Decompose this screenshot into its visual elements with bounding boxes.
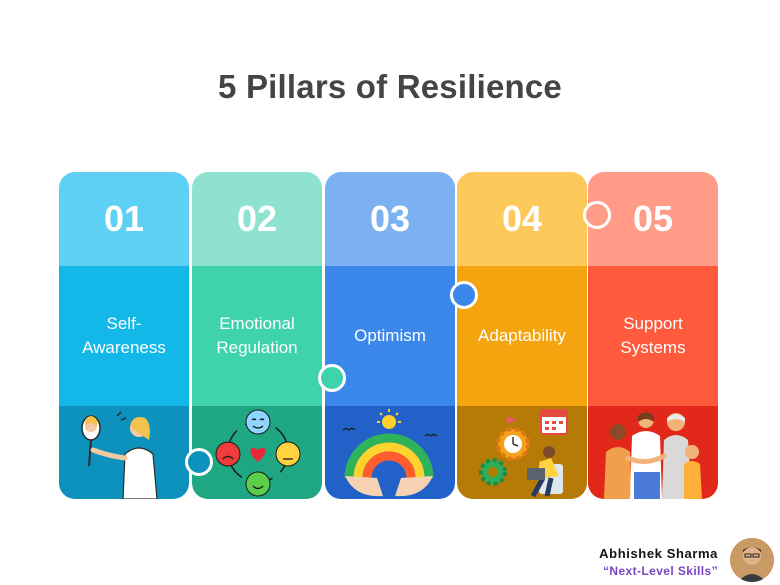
mirror-person-icon [81, 411, 158, 499]
puzzle-connector [185, 448, 213, 476]
support-systems-illustration [588, 406, 718, 499]
pillar-support-systems: 05 Support Systems [588, 172, 718, 499]
pillar-number: 04 [457, 172, 587, 266]
pillar-number: 03 [325, 172, 455, 266]
author-tagline: “Next-Level Skills” [603, 564, 718, 578]
pillar-emotional-regulation: 02 Emotional Regulation [192, 172, 322, 499]
puzzle-connector [318, 364, 346, 392]
pillar-label: Adaptability [457, 266, 587, 406]
family-group-icon [604, 412, 702, 499]
adaptability-illustration [457, 406, 587, 499]
puzzle-connector [583, 201, 611, 229]
pillar-self-awareness: 01 Self-Awareness [59, 172, 189, 499]
page-title: 5 Pillars of Resilience [218, 68, 562, 105]
pillar-label: Emotional Regulation [192, 266, 322, 406]
rainbow-hands-icon [342, 409, 438, 497]
pillar-label: Self-Awareness [59, 266, 189, 406]
person-avatar-icon [730, 538, 774, 582]
author-name: Abhishek Sharma [599, 546, 718, 561]
pillar-label: Support Systems [588, 266, 718, 406]
author-credit: Abhishek Sharma “Next-Level Skills” [599, 546, 718, 578]
optimism-illustration [325, 406, 455, 499]
self-awareness-illustration [59, 406, 189, 499]
avatar [730, 538, 774, 582]
puzzle-connector [450, 281, 478, 309]
pillar-adaptability: 04 Adaptability [457, 172, 587, 499]
emotion-cycle-icon [215, 409, 301, 497]
emotional-regulation-illustration [192, 406, 322, 499]
pillar-number: 01 [59, 172, 189, 266]
pillar-number: 02 [192, 172, 322, 266]
pillar-label: Optimism [325, 266, 455, 406]
gears-calendar-icon [479, 409, 568, 498]
pillar-optimism: 03 Optimism [325, 172, 455, 499]
